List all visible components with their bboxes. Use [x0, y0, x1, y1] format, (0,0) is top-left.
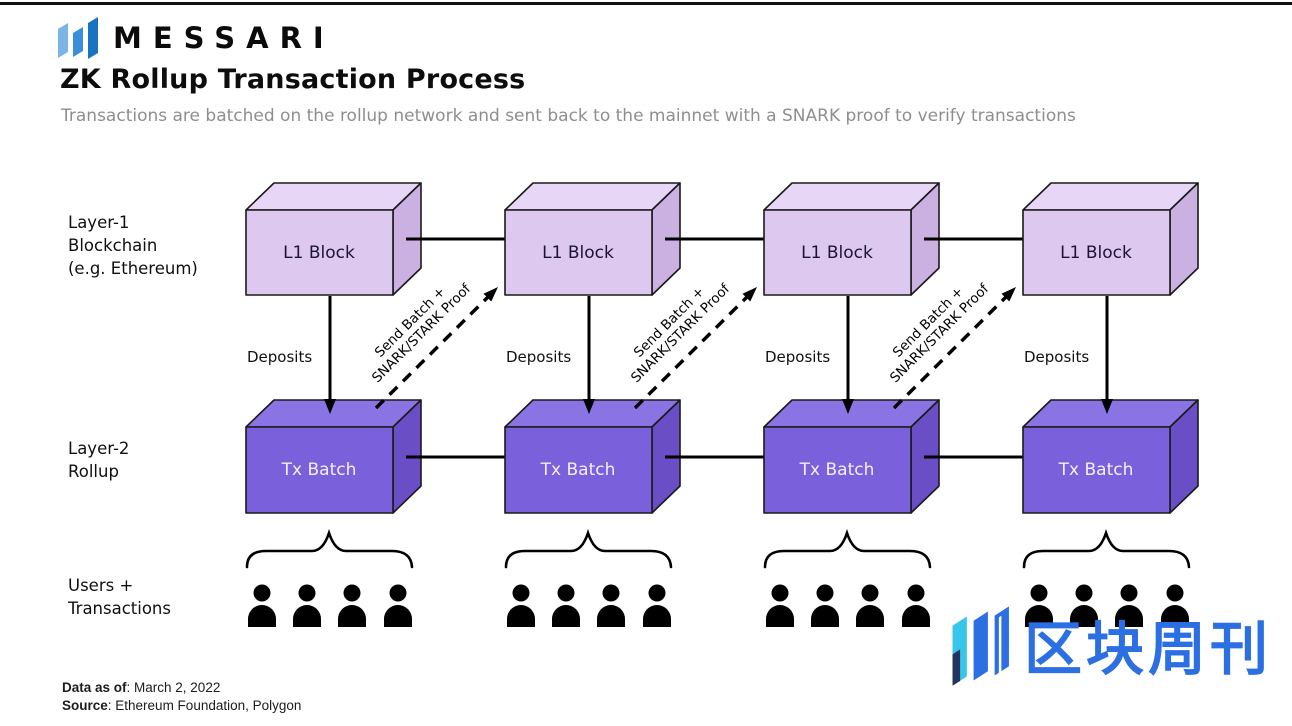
person-icon: [811, 584, 839, 627]
person-icon: [1115, 584, 1143, 627]
person-icon: [338, 584, 366, 627]
person-icon: [293, 584, 321, 627]
svg-text:Blockchain: Blockchain: [68, 236, 157, 255]
tx-batch-label: Tx Batch: [1058, 460, 1134, 480]
person-icon: [248, 584, 276, 627]
person-icon: [597, 584, 625, 627]
svg-text:SNARK/STARK Proof: SNARK/STARK Proof: [369, 280, 475, 386]
l1-block-box: L1 Block: [1022, 182, 1199, 296]
send-batch-arrow: [892, 287, 1016, 410]
tx-batch-box: Tx Batch: [245, 399, 422, 514]
person-icon: [1161, 584, 1189, 627]
top-border-line: [0, 2, 1292, 5]
data-as-of-line: Data as of: March 2, 2022: [62, 680, 221, 695]
brand-header: MESSARI: [56, 15, 335, 61]
users-brace: [245, 528, 414, 569]
deposits-arrow: [324, 296, 336, 414]
l1-block-label: L1 Block: [1060, 243, 1132, 263]
deposits-label: Deposits: [1024, 348, 1089, 366]
deposits-label: Deposits: [765, 348, 830, 366]
person-icon: [1070, 584, 1098, 627]
svg-text:Layer-1: Layer-1: [68, 213, 129, 232]
svg-text:Rollup: Rollup: [68, 462, 119, 481]
watermark: 区块周刊: [950, 602, 1272, 690]
svg-text:Layer-2: Layer-2: [68, 439, 129, 458]
users-brace: [763, 528, 932, 569]
deposits-arrow: [583, 296, 595, 414]
person-icon: [1025, 584, 1053, 627]
messari-logo-icon: [58, 17, 98, 59]
person-icon: [856, 584, 884, 627]
tx-batch-box: Tx Batch: [763, 399, 940, 514]
svg-text:(e.g. Ethereum): (e.g. Ethereum): [68, 259, 198, 278]
svg-text:SNARK/STARK Proof: SNARK/STARK Proof: [887, 280, 993, 386]
layer1-row-label: Layer-1 Blockchain (e.g. Ethereum): [68, 213, 198, 278]
diagram-column-1: L1 Block Tx Batch Deposits Send Batch + …: [245, 182, 506, 627]
users-brace: [504, 528, 673, 569]
svg-text:Transactions: Transactions: [67, 599, 171, 618]
watermark-text: 区块周刊: [1024, 615, 1273, 683]
watermark-logo-icon: [952, 606, 1009, 686]
person-icon: [507, 584, 535, 627]
diagram-column-4: L1 Block Tx Batch Deposits: [1022, 182, 1199, 627]
send-batch-arrow: [633, 287, 757, 410]
l1-block-label: L1 Block: [542, 243, 614, 263]
svg-text:SNARK/STARK Proof: SNARK/STARK Proof: [628, 280, 734, 386]
l1-block-box: L1 Block: [245, 182, 422, 296]
tx-batch-box: Tx Batch: [1022, 399, 1199, 514]
deposits-label: Deposits: [506, 348, 571, 366]
l1-block-label: L1 Block: [801, 243, 873, 263]
page-subtitle: Transactions are batched on the rollup n…: [61, 106, 1076, 126]
footer-notes: Data as of: March 2, 2022 Source: Ethere…: [62, 679, 301, 715]
page-title: ZK Rollup Transaction Process: [60, 64, 526, 95]
l1-block-box: L1 Block: [504, 182, 681, 296]
person-icon: [766, 584, 794, 627]
deposits-arrow: [1101, 296, 1113, 414]
person-icon: [643, 584, 671, 627]
person-icon: [384, 584, 412, 627]
brand-wordmark: MESSARI: [113, 21, 335, 55]
tx-batch-box: Tx Batch: [504, 399, 681, 514]
diagram-column-2: L1 Block Tx Batch Deposits Send Batch + …: [504, 182, 765, 627]
tx-batch-label: Tx Batch: [799, 460, 875, 480]
l1-block-label: L1 Block: [283, 243, 355, 263]
deposits-label: Deposits: [247, 348, 312, 366]
person-icon: [902, 584, 930, 627]
tx-batch-label: Tx Batch: [281, 460, 357, 480]
deposits-arrow: [842, 296, 854, 414]
source-line: Source: Ethereum Foundation, Polygon: [62, 698, 302, 713]
users-row-label: Users + Transactions: [67, 576, 171, 618]
layer2-row-label: Layer-2 Rollup: [68, 439, 129, 481]
users-brace: [1022, 528, 1191, 569]
person-icon: [552, 584, 580, 627]
send-batch-arrow: [374, 287, 498, 410]
tx-batch-label: Tx Batch: [540, 460, 616, 480]
diagram-column-3: L1 Block Tx Batch Deposits Send Batch + …: [763, 182, 1024, 627]
l1-block-box: L1 Block: [763, 182, 940, 296]
svg-text:Users +: Users +: [68, 576, 133, 595]
